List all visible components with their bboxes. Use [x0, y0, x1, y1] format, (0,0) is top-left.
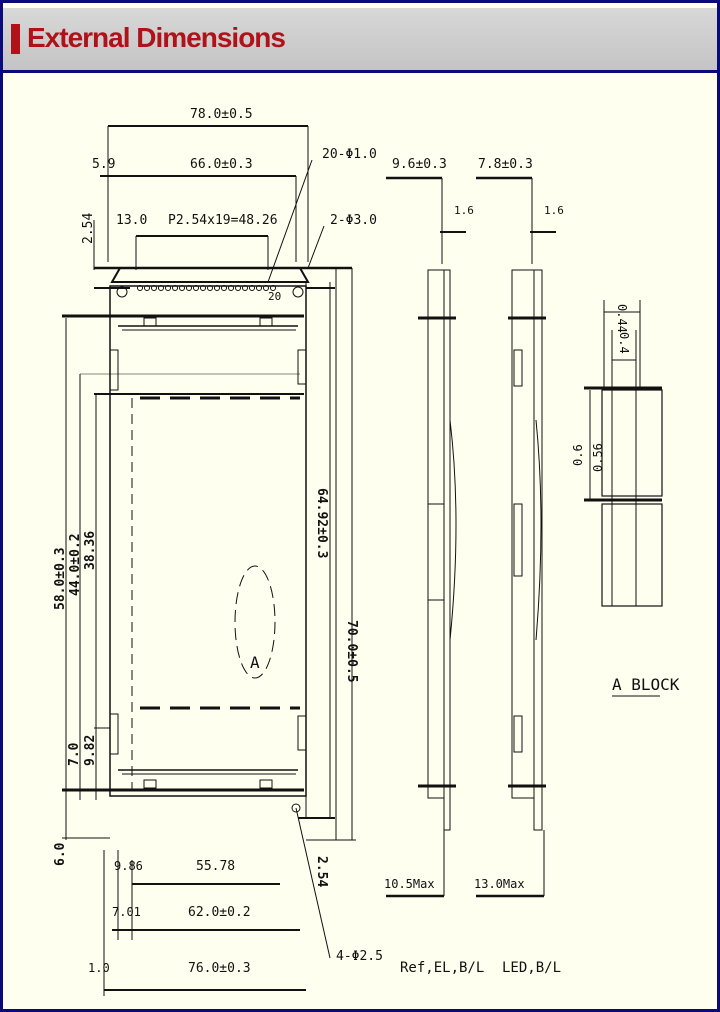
- detail-a-circle: [234, 565, 276, 679]
- dim-pin-pitch: P2.54x19=48.26: [168, 213, 278, 228]
- pcb-top-tab: [110, 267, 310, 283]
- side1-thick: 1.6: [454, 204, 474, 217]
- dim-h1: 58.0±0.3: [53, 547, 68, 610]
- dim-d3: 7.01: [112, 905, 141, 919]
- page-title: External Dimensions: [27, 22, 286, 53]
- dim-h4: 7.0: [67, 742, 82, 766]
- dim-h3: 38.36: [83, 531, 98, 570]
- dim-overall-width: 78.0±0.5: [190, 107, 253, 122]
- mount-hole-bottom-right: [291, 803, 301, 813]
- side2-body: [511, 269, 535, 799]
- side2-thick: 1.6: [544, 204, 564, 217]
- a-block-top: [601, 389, 663, 497]
- dim-board-width: 66.0±0.3: [190, 157, 253, 172]
- mount-hole-top-right: [292, 286, 304, 298]
- detail-marker: A: [250, 653, 260, 672]
- pin-20-mark: 20: [268, 290, 281, 303]
- dim-d4: 62.0±0.2: [188, 905, 251, 920]
- header-marker: [11, 24, 20, 54]
- dim-d1: 9.86: [114, 859, 143, 873]
- side1-label: Ref,EL,B/L: [400, 960, 484, 976]
- dim-pin-holes: 20-Φ1.0: [322, 147, 377, 162]
- dim-mount-holes: 2-Φ3.0: [330, 213, 377, 228]
- side1-depth: 9.6±0.3: [392, 157, 447, 172]
- dim-bottom-holes: 4-Φ2.5: [336, 949, 383, 964]
- block-w1: 0.44: [615, 304, 629, 333]
- a-block-bottom: [601, 503, 663, 607]
- dim-pin-v: 2.54: [314, 856, 329, 887]
- dim-d5: 1.0: [88, 961, 110, 975]
- dim-h5: 9.82: [83, 735, 98, 766]
- pin-row: [137, 285, 276, 291]
- dim-d2: 55.78: [196, 859, 235, 874]
- side2-label: LED,B/L: [502, 960, 561, 976]
- side2-depth: 7.8±0.3: [478, 157, 533, 172]
- dim-h-overall: 70.0±0.5: [344, 620, 359, 683]
- dim-d6: 76.0±0.3: [188, 961, 251, 976]
- dim-left-v: 2.54: [81, 213, 96, 244]
- section-header: External Dimensions: [3, 8, 717, 73]
- side1-body: [427, 269, 445, 799]
- board-outline: [109, 285, 307, 797]
- dim-bottom-edge: 6.0: [53, 842, 68, 866]
- dim-h-board: 64.92±0.3: [314, 488, 329, 558]
- block-h1: 0.6: [571, 444, 585, 466]
- dim-pin-offset: 13.0: [116, 213, 147, 228]
- block-label: A BLOCK: [612, 675, 680, 694]
- dim-left-offset: 5.9: [92, 157, 115, 172]
- side1-max: 10.5Max: [384, 877, 435, 891]
- side2-max: 13.0Max: [474, 877, 525, 891]
- block-h2: 0.56: [591, 443, 605, 472]
- dim-h2: 44.0±0.2: [68, 533, 83, 596]
- mount-hole-top-left: [116, 286, 128, 298]
- block-w2: 0.4: [617, 332, 631, 354]
